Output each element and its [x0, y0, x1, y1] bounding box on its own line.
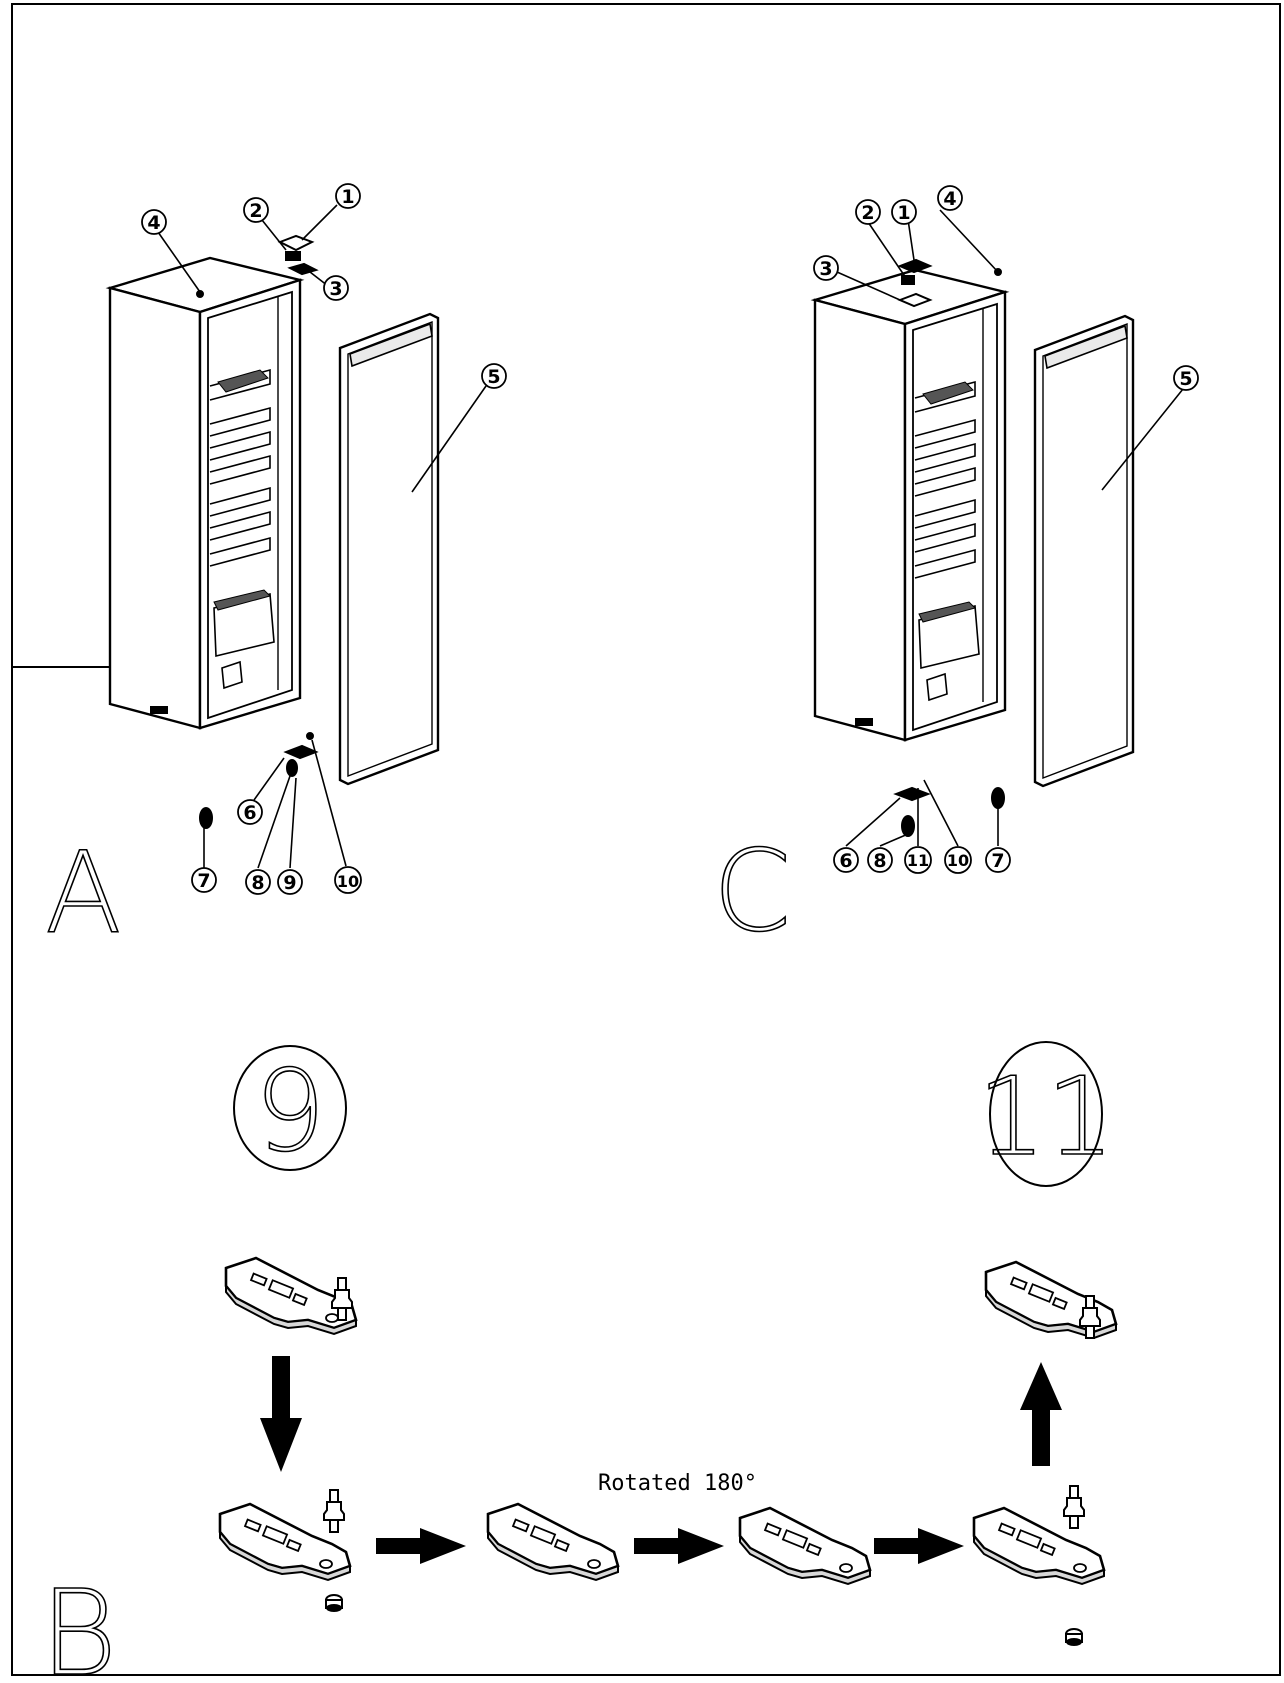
- callout-c-5: 5: [1179, 368, 1192, 390]
- detail-circle-left: [233, 1045, 347, 1171]
- diagram-a: 1 2 3 4 5 6 7 8 9 10: [108, 183, 507, 895]
- detail-circle-right: [989, 1041, 1103, 1187]
- callout-c-6: 6: [839, 850, 852, 872]
- callout-a-5: 5: [487, 366, 500, 388]
- page-frame: [11, 3, 1281, 1676]
- diagram-c: 1 2 3 4 5 6 7 8 11 10: [813, 185, 1199, 874]
- callout-c-10: 10: [947, 851, 969, 870]
- callout-a-9: 9: [283, 872, 296, 894]
- callout-c-4: 4: [943, 188, 956, 210]
- callout-a-7: 7: [197, 870, 210, 892]
- callout-c-2: 2: [861, 202, 874, 224]
- callout-a-1: 1: [341, 186, 354, 208]
- section-label-a: A: [45, 829, 122, 959]
- section-label-b: B: [40, 1564, 117, 1679]
- rotation-caption: Rotated 180°: [598, 1471, 757, 1496]
- callout-c-7: 7: [991, 850, 1004, 872]
- detail-circle-right-label: 11: [977, 1055, 1114, 1180]
- callout-c-11: 11: [907, 851, 929, 870]
- callout-a-3: 3: [329, 278, 342, 300]
- callout-a-8: 8: [251, 872, 264, 894]
- callout-c-8: 8: [873, 850, 886, 872]
- up-arrow-icon: [1020, 1362, 1062, 1466]
- callout-a-2: 2: [249, 200, 262, 222]
- diagram-b: 9 11 Rotated 180°: [218, 1041, 1118, 1647]
- section-label-c: C: [713, 827, 791, 957]
- callout-c-3: 3: [819, 258, 832, 280]
- down-arrow-icon: [260, 1356, 302, 1472]
- callout-c-1: 1: [897, 202, 910, 224]
- callout-a-10: 10: [337, 872, 359, 891]
- callout-a-4: 4: [147, 212, 160, 234]
- detail-circle-left-label: 9: [254, 1047, 325, 1177]
- callout-a-6: 6: [243, 802, 256, 824]
